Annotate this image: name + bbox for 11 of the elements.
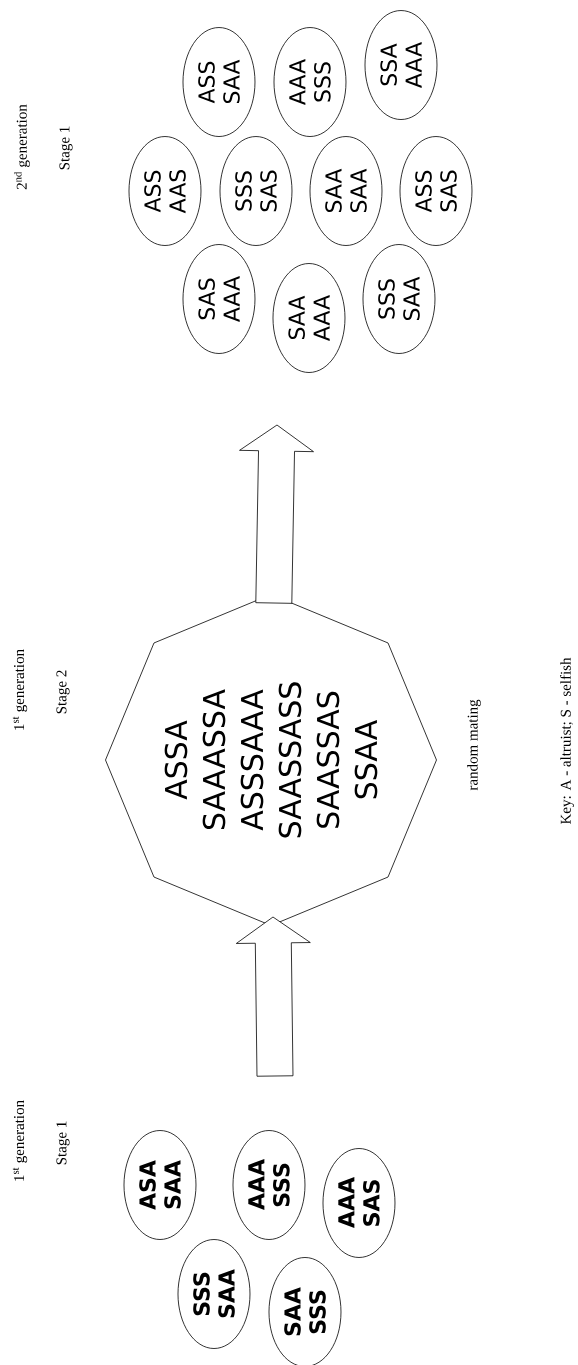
heading: 2$^{nd}$ generation: [14, 104, 30, 190]
stage-label: Stage 1: [56, 1121, 70, 1165]
block-arrow: [235, 916, 311, 1077]
node-label: random mating: [467, 699, 481, 791]
block-arrow: [239, 424, 314, 604]
octagon: ASSA SAAASSA ASSSAAA SAASSASS SAASSAS SSAA: [105, 594, 437, 926]
key-text: Key: A - altruist; S - selfish: [560, 657, 574, 825]
stage-label: Stage 1: [59, 126, 73, 170]
stage-label: Stage 2: [56, 670, 70, 714]
heading: 1$^{st}$ generation: [12, 1100, 28, 1181]
heading: 1$^{st}$ generation: [12, 649, 28, 730]
